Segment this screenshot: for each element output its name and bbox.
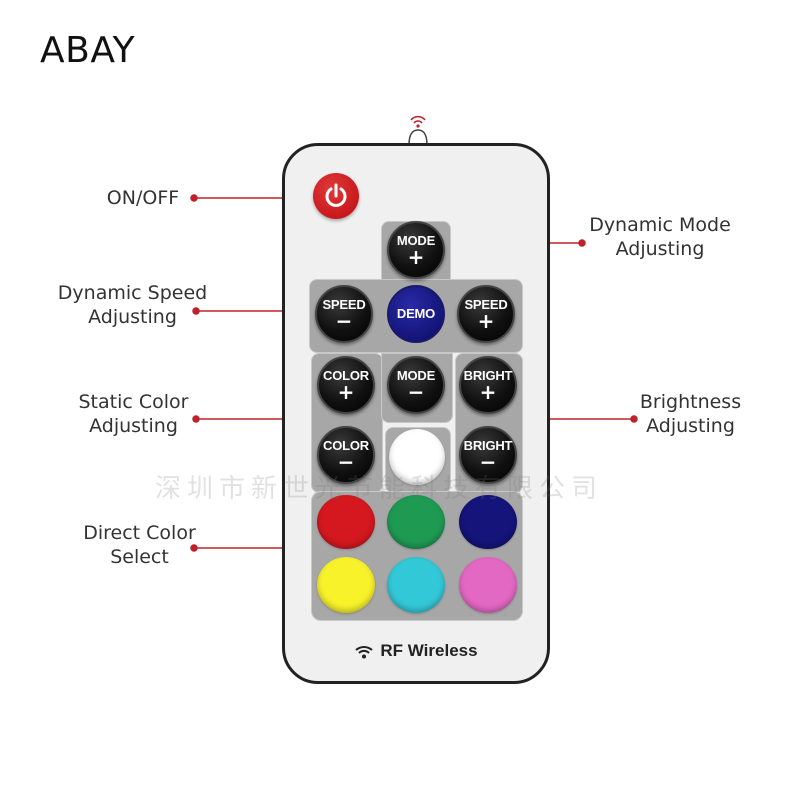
speed-plus-button[interactable]: SPEED + <box>457 285 515 343</box>
mode-minus-sign: − <box>407 380 425 404</box>
bright-minus-button[interactable]: BRIGHT − <box>459 426 517 484</box>
antenna-signal-icon <box>408 115 428 146</box>
green-color-button[interactable] <box>387 495 445 549</box>
rf-remote: MODE + SPEED − DEMO SPEED + COLOR + MODE… <box>282 143 550 684</box>
label-static-color: Static Color Adjusting <box>78 391 189 437</box>
watermark-text: 深圳市新世光节能科技有限公司 <box>155 474 604 504</box>
red-color-button[interactable] <box>317 495 375 549</box>
brand-title: ABAY <box>40 30 136 71</box>
color-plus-button[interactable]: COLOR + <box>317 356 375 414</box>
bright-plus-button[interactable]: BRIGHT + <box>459 356 517 414</box>
rf-wireless-text: RF Wireless <box>380 641 478 660</box>
speed-plus-sign: + <box>477 309 495 333</box>
blue-color-button[interactable] <box>459 495 517 549</box>
power-icon <box>325 183 347 207</box>
color-minus-sign: − <box>337 450 355 474</box>
label-direct-color: Direct Color Select <box>83 522 196 568</box>
white-color-button[interactable] <box>389 429 445 485</box>
mode-plus-sign: + <box>407 245 425 269</box>
label-brightness: Brightness Adjusting <box>639 391 742 437</box>
label-dynamic-mode: Dynamic Mode Adjusting <box>589 214 731 260</box>
mode-plus-label: MODE <box>396 233 436 248</box>
label-on-off: ON/OFF <box>106 187 180 209</box>
label-dynamic-speed: Dynamic Speed Adjusting <box>57 282 208 328</box>
color-minus-label: COLOR <box>323 438 369 453</box>
bright-minus-sign: − <box>479 450 497 474</box>
bright-plus-sign: + <box>479 380 497 404</box>
speed-plus-label: SPEED <box>464 297 508 312</box>
pink-color-button[interactable] <box>459 557 517 613</box>
color-plus-label: COLOR <box>323 368 369 383</box>
speed-minus-sign: − <box>335 309 353 333</box>
cyan-color-button[interactable] <box>387 557 445 613</box>
mode-minus-button[interactable]: MODE − <box>387 356 445 414</box>
wifi-icon <box>355 645 374 659</box>
yellow-color-button[interactable] <box>317 557 375 613</box>
mode-plus-button[interactable]: MODE + <box>387 221 445 279</box>
color-plus-sign: + <box>337 380 355 404</box>
color-minus-button[interactable]: COLOR − <box>317 426 375 484</box>
demo-button[interactable]: DEMO <box>387 285 445 343</box>
demo-label: DEMO <box>396 306 436 321</box>
power-button[interactable] <box>313 173 359 219</box>
bright-plus-label: BRIGHT <box>463 368 513 383</box>
speed-minus-label: SPEED <box>322 297 366 312</box>
mode-minus-label: MODE <box>396 368 436 383</box>
bright-minus-label: BRIGHT <box>463 438 513 453</box>
rf-wireless-caption: RF Wireless <box>285 641 547 661</box>
speed-minus-button[interactable]: SPEED − <box>315 285 373 343</box>
